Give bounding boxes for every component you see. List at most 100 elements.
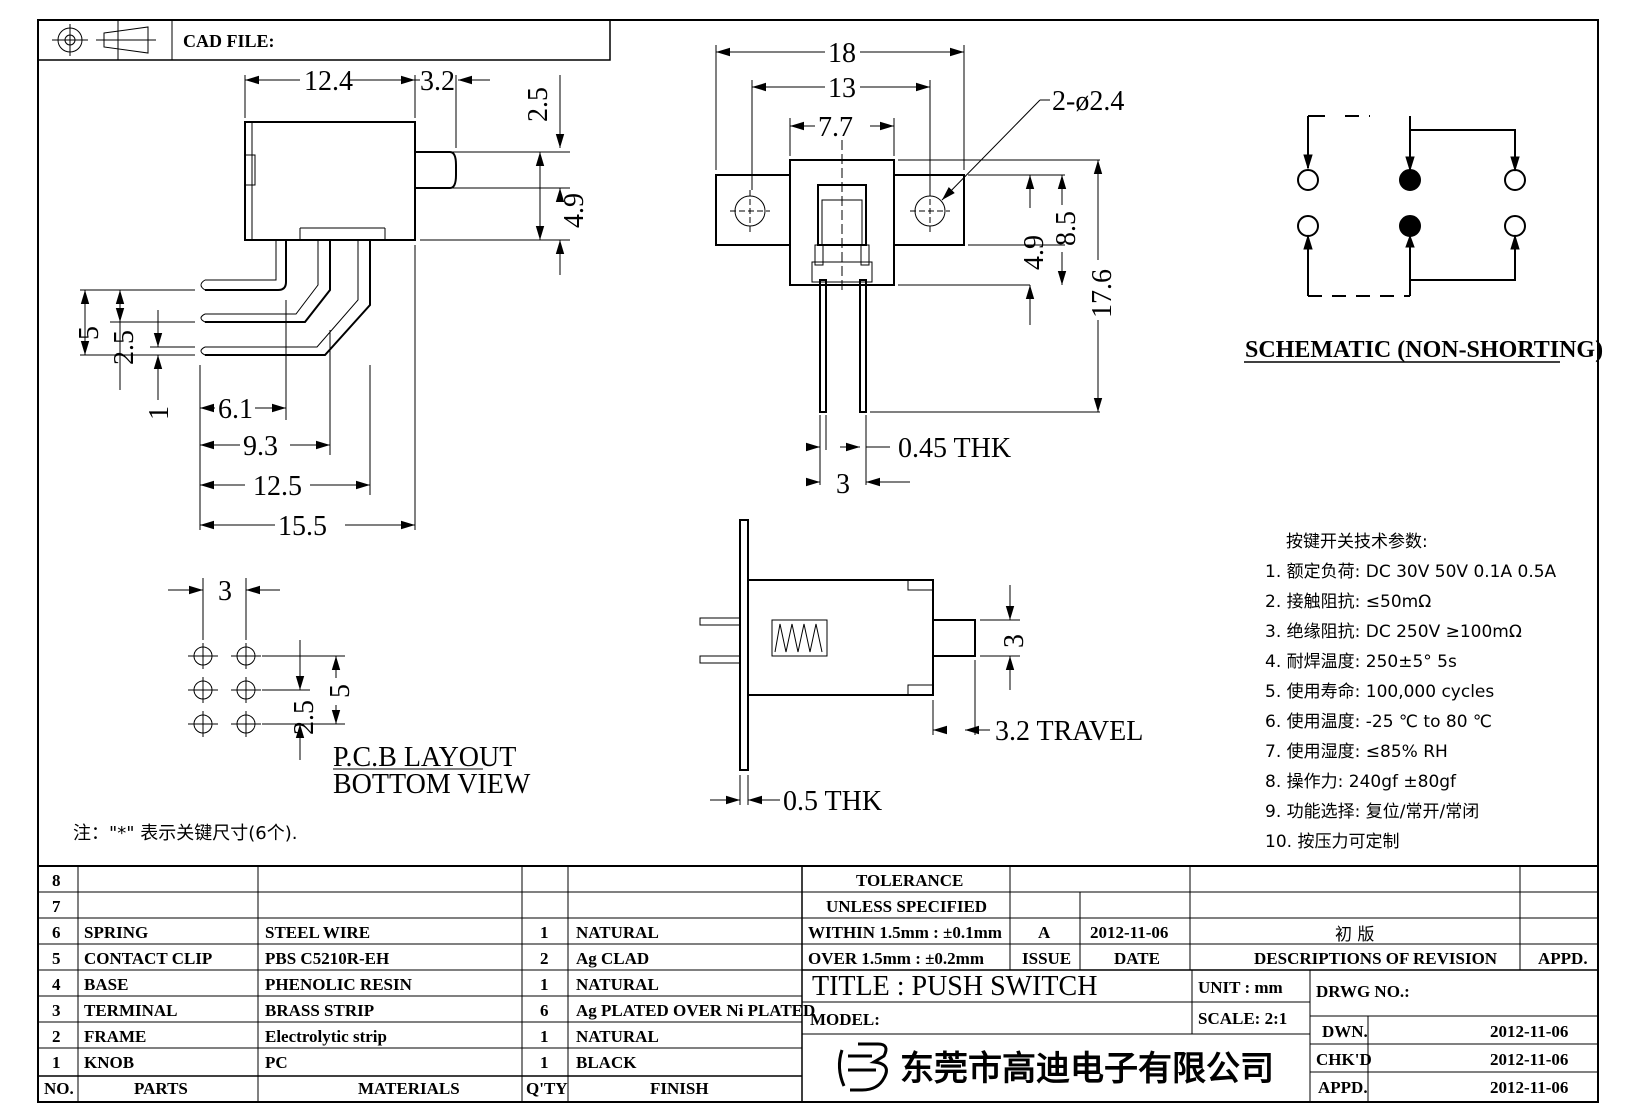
bom-finish: Ag PLATED OVER Ni PLATED bbox=[576, 1001, 815, 1020]
bom-qty: 1 bbox=[540, 923, 549, 942]
company-logo-icon bbox=[839, 1044, 886, 1090]
bom-row: 5 CONTACT CLIP PBS C5210R-EH 2 Ag CLAD bbox=[52, 949, 649, 968]
bom-header-qty: Q'TY bbox=[526, 1079, 568, 1098]
projection-symbol-icon bbox=[52, 24, 156, 56]
bom-material: PBS C5210R-EH bbox=[265, 949, 389, 968]
front-view bbox=[716, 45, 1103, 487]
revision-date: 2012-11-06 bbox=[1090, 923, 1168, 942]
bom-no: 3 bbox=[52, 1001, 61, 1020]
bom-header-materials: MATERIALS bbox=[358, 1079, 460, 1098]
top-view-dimensions: 3 3.2 TRAVEL 0.5 THK bbox=[783, 634, 1143, 817]
dim-w13: 13 bbox=[828, 73, 856, 104]
tolerance-within: WITHIN 1.5mm : ±0.1mm bbox=[808, 923, 1002, 942]
title-block bbox=[802, 866, 1598, 1102]
dim-12-5: 12.5 bbox=[253, 471, 302, 502]
drawing-border bbox=[38, 20, 1598, 1102]
bom-row: 6 SPRING STEEL WIRE 1 NATURAL bbox=[52, 923, 659, 942]
bom-finish: NATURAL bbox=[576, 923, 659, 942]
pcb-title-1: P.C.B LAYOUT bbox=[333, 742, 516, 773]
chkd-date: 2012-11-06 bbox=[1490, 1050, 1568, 1069]
scale-label: SCALE: 2:1 bbox=[1198, 1009, 1287, 1028]
bom-qty: 1 bbox=[540, 1053, 549, 1072]
bom-material: BRASS STRIP bbox=[265, 1001, 374, 1020]
spec-item-4: 4. 耐焊温度: 250±5° 5s bbox=[1265, 652, 1457, 672]
front-view-dimensions: 18 13 7.7 2-ø2.4 4.9 8.5 17.6 0.45 THK 3 bbox=[818, 38, 1124, 500]
pcb-dim-rows: 5 bbox=[325, 684, 356, 698]
bom-finish: NATURAL bbox=[576, 975, 659, 994]
bom-qty: 1 bbox=[540, 1027, 549, 1046]
dwn-label: DWN. bbox=[1322, 1022, 1368, 1041]
model-label: MODEL: bbox=[810, 1010, 880, 1029]
bom-header: NO. PARTS MATERIALS Q'TY FINISH bbox=[44, 1079, 709, 1098]
dim-thk-05: 0.5 THK bbox=[783, 786, 882, 817]
appd-date: 2012-11-06 bbox=[1490, 1078, 1568, 1097]
dim-15-5: 15.5 bbox=[278, 511, 327, 542]
issue-label: ISSUE bbox=[1022, 949, 1071, 968]
spec-item-6: 6. 使用温度: -25 ℃ to 80 ℃ bbox=[1265, 711, 1492, 732]
date-label: DATE bbox=[1114, 949, 1160, 968]
bom-finish: BLACK bbox=[576, 1053, 637, 1072]
bom-no: 2 bbox=[52, 1027, 61, 1046]
schematic-title: SCHEMATIC (NON-SHORTING) bbox=[1245, 337, 1603, 363]
title-block-text: TOLERANCE UNLESS SPECIFIED WITHIN 1.5mm … bbox=[808, 871, 1588, 1097]
bom-header-finish: FINISH bbox=[650, 1079, 709, 1098]
bom-part: KNOB bbox=[84, 1053, 134, 1072]
spec-item-3: 3. 绝缘阻抗: DC 250V ≥100mΩ bbox=[1265, 622, 1522, 642]
dim-h3: 3 bbox=[999, 634, 1030, 648]
appd-label: APPD. bbox=[1538, 949, 1588, 968]
bom-part: CONTACT CLIP bbox=[84, 949, 212, 968]
dim-travel: 3.2 TRAVEL bbox=[995, 716, 1143, 747]
pcb-layout-labels: 3 2.5 5 P.C.B LAYOUT BOTTOM VIEW bbox=[218, 576, 531, 800]
bom-material: PHENOLIC RESIN bbox=[265, 975, 413, 994]
bom-no: 8 bbox=[52, 871, 61, 890]
bom-qty: 1 bbox=[540, 975, 549, 994]
drwg-no-label: DRWG NO.: bbox=[1316, 982, 1410, 1001]
spec-item-2: 2. 接触阻抗: ≤50mΩ bbox=[1265, 592, 1431, 612]
bom-part: BASE bbox=[84, 975, 128, 994]
bom-no: 4 bbox=[52, 975, 61, 994]
dim-top-width: 12.4 bbox=[304, 66, 353, 97]
top-view bbox=[700, 520, 1020, 805]
dim-thk-045: 0.45 THK bbox=[898, 433, 1011, 464]
unit-label: UNIT : mm bbox=[1198, 978, 1283, 997]
dim-knob-len: 3.2 bbox=[420, 66, 455, 97]
bom-finish: Ag CLAD bbox=[576, 949, 649, 968]
cad-file-label: CAD FILE: bbox=[183, 31, 275, 51]
pcb-dim-row: 2.5 bbox=[289, 700, 320, 735]
bom-no: 5 bbox=[52, 949, 61, 968]
tolerance-unless: UNLESS SPECIFIED bbox=[826, 897, 987, 916]
tolerance-over: OVER 1.5mm : ±0.2mm bbox=[808, 949, 984, 968]
bom-part: FRAME bbox=[84, 1027, 146, 1046]
dim-w3: 3 bbox=[836, 469, 850, 500]
dim-pin-1: 1 bbox=[144, 406, 175, 420]
dim-w18: 18 bbox=[828, 38, 856, 69]
bom-row: 1 KNOB PC 1 BLACK bbox=[52, 1053, 637, 1072]
dim-h4-9: 4.9 bbox=[1019, 235, 1050, 270]
spec-item-5: 5. 使用寿命: 100,000 cycles bbox=[1265, 681, 1494, 702]
bom-no: 6 bbox=[52, 923, 61, 942]
side-view-dimensions: 12.4 3.2 2.5 4.9 5 2.5 1 6.1 9.3 12.5 15… bbox=[74, 66, 590, 542]
bom-qty: 2 bbox=[540, 949, 549, 968]
bom-material: Electrolytic strip bbox=[265, 1027, 387, 1046]
spec-item-1: 1. 额定负荷: DC 30V 50V 0.1A 0.5A bbox=[1265, 562, 1557, 582]
dim-knob-top: 2.5 bbox=[523, 87, 554, 122]
key-dimension-note: 注："*" 表示关键尺寸(6个). bbox=[73, 823, 298, 844]
bom-no: 7 bbox=[52, 897, 61, 916]
dim-6-1: 6.1 bbox=[218, 394, 253, 425]
chkd-label: CHK'D bbox=[1316, 1050, 1372, 1069]
bom-row: 2 FRAME Electrolytic strip 1 NATURAL bbox=[52, 1027, 659, 1046]
dim-knob-h: 4.9 bbox=[559, 193, 590, 228]
description-label: DESCRIPTIONS OF REVISION bbox=[1254, 949, 1498, 968]
bom-row: 8 bbox=[52, 871, 61, 890]
bom-part: SPRING bbox=[84, 923, 148, 942]
spec-item-9: 9. 功能选择: 复位/常开/常闭 bbox=[1265, 802, 1479, 822]
dim-holes: 2-ø2.4 bbox=[1052, 86, 1124, 117]
pcb-dim-pitch: 3 bbox=[218, 576, 232, 607]
bom-header-parts: PARTS bbox=[134, 1079, 188, 1098]
pcb-hole-grid bbox=[188, 643, 261, 737]
bom-rows: 8 7 6 SPRING STEEL WIRE 1 NATURAL 5 CONT… bbox=[44, 871, 815, 1098]
dim-pin-2-5: 2.5 bbox=[109, 330, 140, 365]
pcb-layout bbox=[168, 578, 483, 769]
revision-issue: A bbox=[1038, 923, 1051, 942]
